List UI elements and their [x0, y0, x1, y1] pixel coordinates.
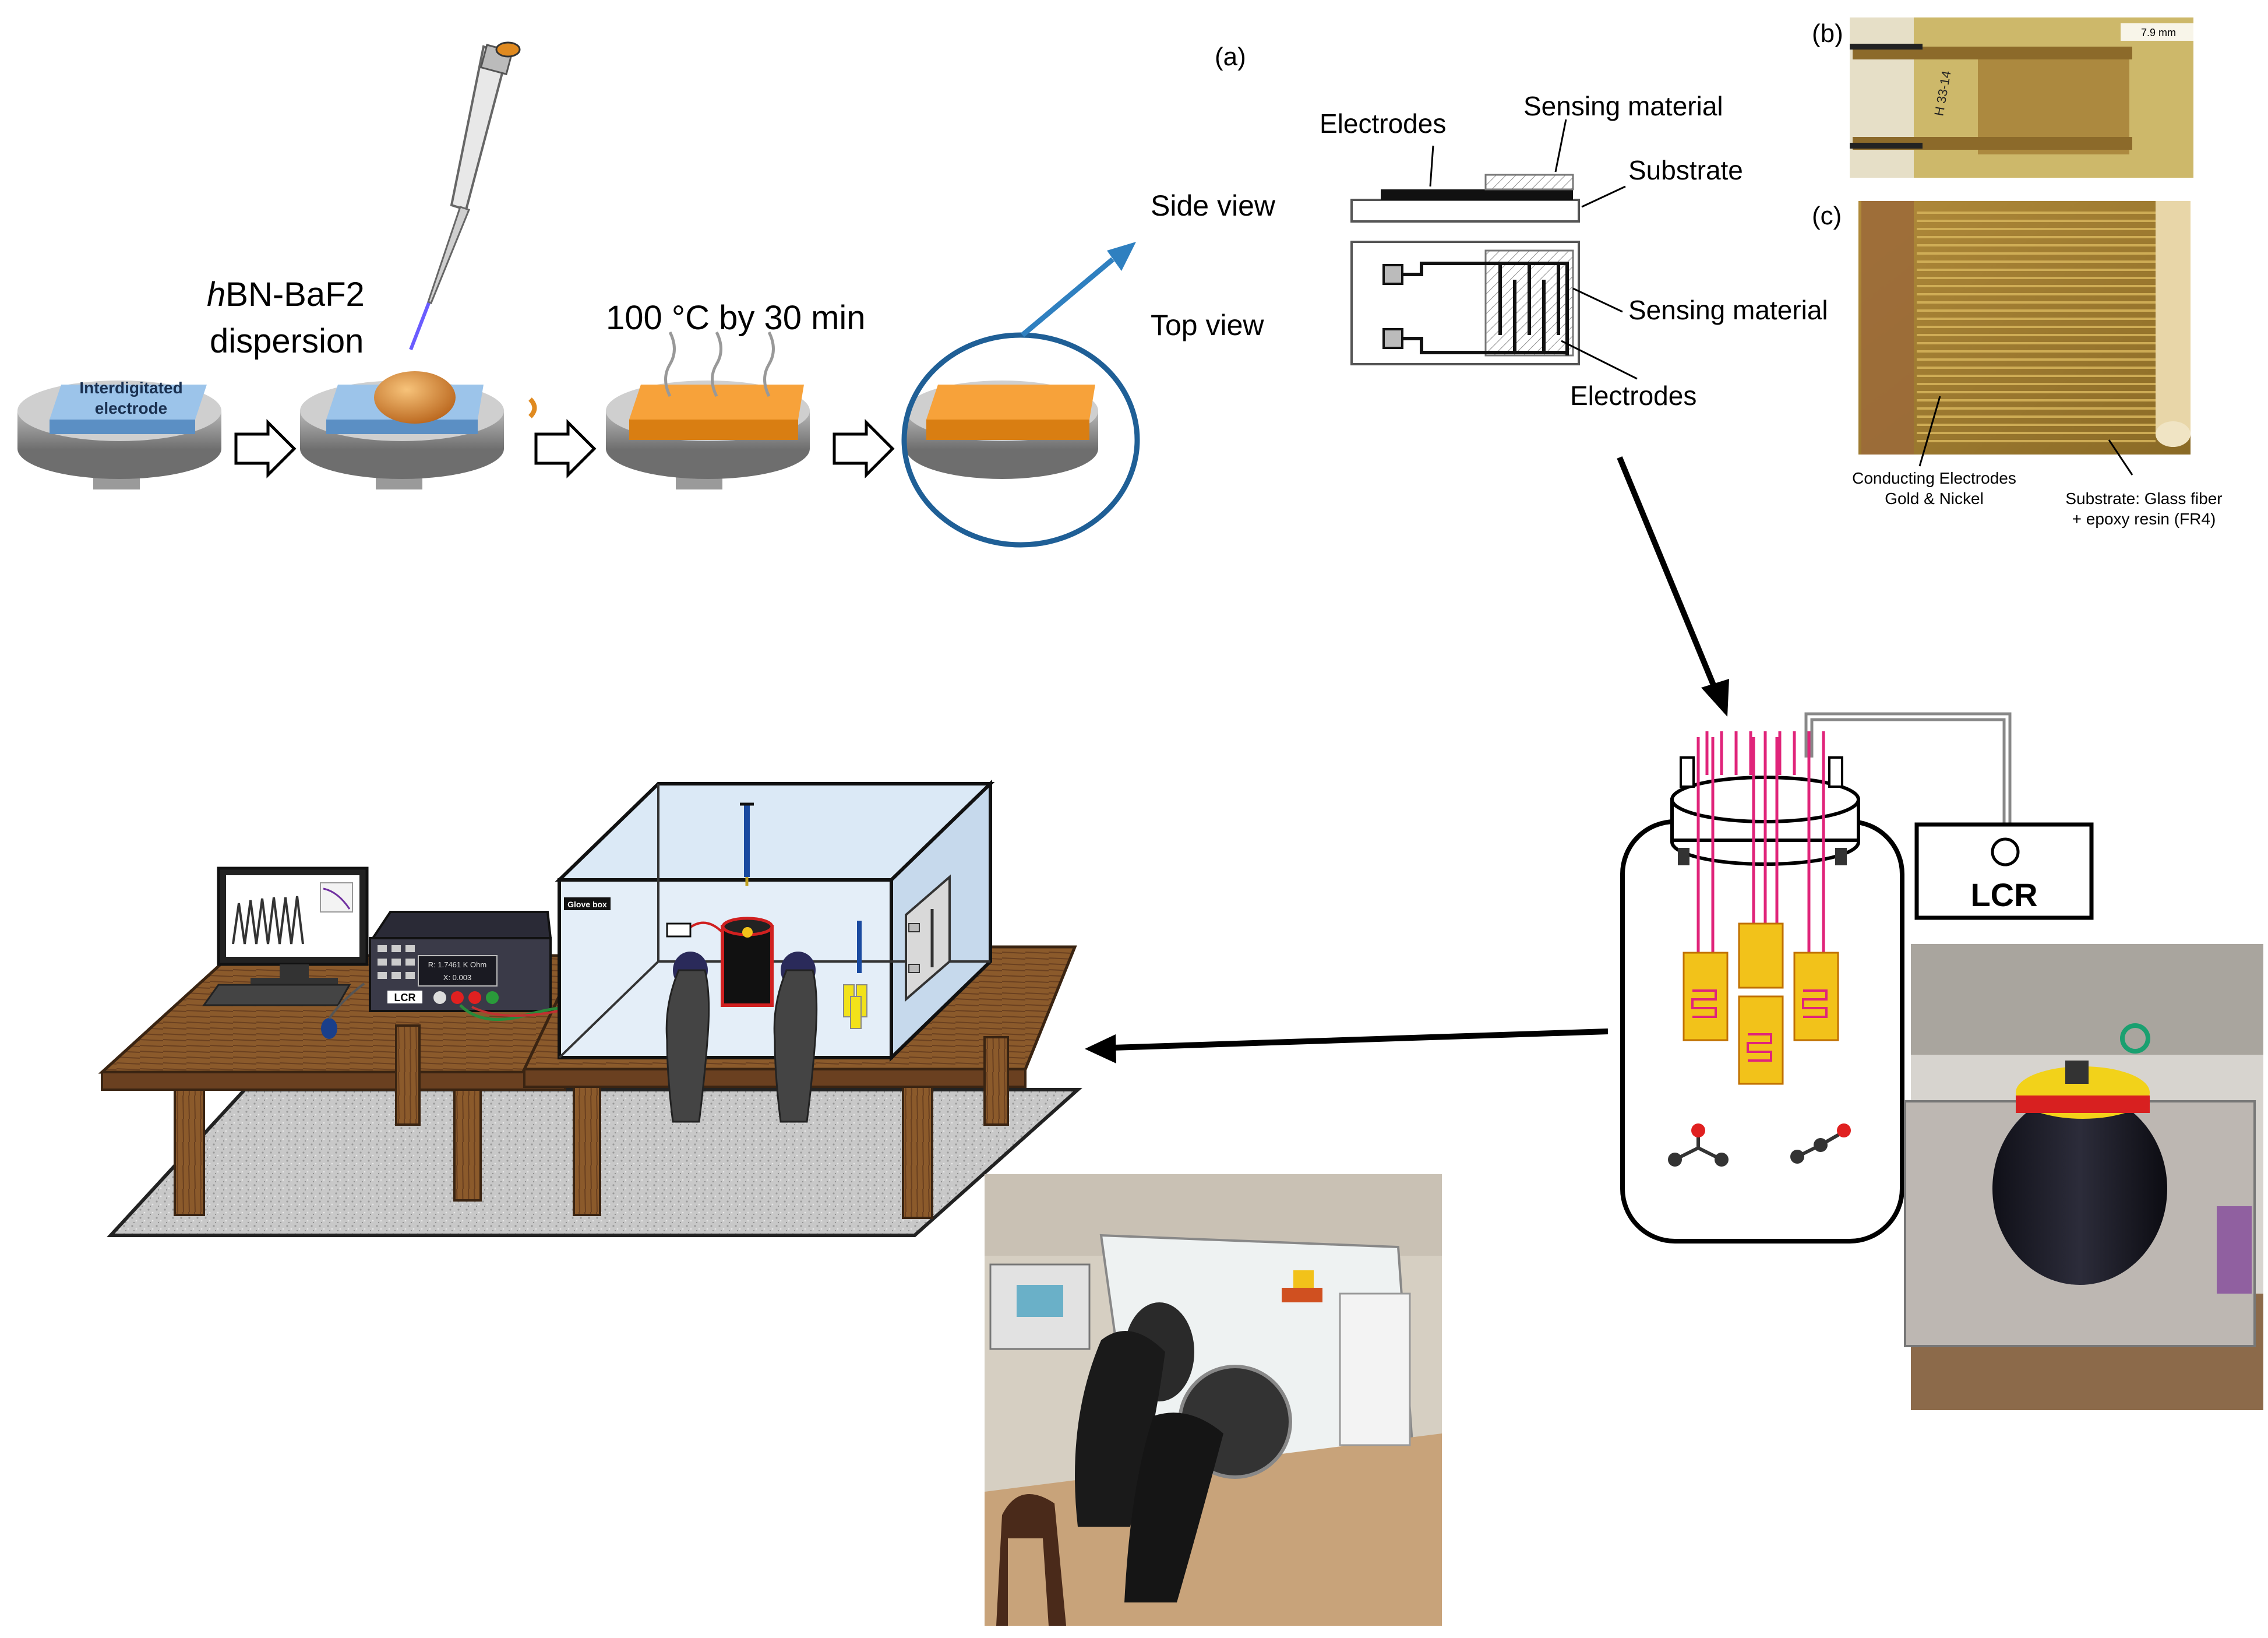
dispersion-droplet — [374, 371, 456, 424]
interdigitated-electrode: Interdigitated electrode — [50, 379, 207, 434]
schematic-electrodes-bottom: Electrodes — [1570, 381, 1696, 411]
droplet-splash — [528, 397, 537, 418]
blue-arrow — [1021, 242, 1136, 337]
meter-display-line2: X: 0.003 — [443, 973, 471, 982]
mouse-icon — [321, 1018, 337, 1039]
panel-label-b: (b) — [1812, 19, 1843, 48]
process-arrow-1 — [234, 418, 297, 479]
heating-label: 100 °C by 30 min — [606, 299, 866, 337]
top-view-label: Top view — [1151, 309, 1264, 341]
stage3-disc — [606, 381, 810, 489]
electrode-label-line2: electrode — [95, 399, 168, 417]
photo-b-sensor: 7.9 mm H 33-14 — [1850, 17, 2193, 178]
schematic-sensing-material-top: Sensing material — [1523, 91, 1723, 121]
photo-b-scale: 7.9 mm — [2141, 27, 2176, 38]
dispersion-label-line2: dispersion — [210, 322, 364, 360]
mouse-cable — [328, 982, 365, 1020]
lcr-meter: R: 1.7461 K Ohm X: 0.003 LCR — [369, 911, 552, 1012]
panel-label-c: (c) — [1812, 202, 1842, 230]
glove-box: Glove box — [555, 779, 995, 1062]
glove-right — [773, 952, 818, 1123]
panel-label-a: (a) — [1215, 43, 1246, 71]
pink-wires — [1696, 731, 1825, 953]
schematic-substrate: Substrate — [1628, 155, 1743, 185]
highlight-circle — [901, 332, 1140, 548]
pipette-icon — [409, 41, 521, 351]
meter-label: LCR — [394, 992, 416, 1003]
keyboard — [202, 984, 351, 1006]
photo-glovebox — [985, 1174, 1442, 1626]
schematic-sensing-material-right: Sensing material — [1628, 295, 1828, 325]
sensor-side-view — [1350, 119, 1626, 223]
photo-c-electrodes — [1858, 201, 2191, 475]
schematic-electrodes-top: Electrodes — [1320, 108, 1446, 139]
meter-display-line1: R: 1.7461 K Ohm — [428, 960, 486, 969]
computer-monitor — [217, 866, 369, 986]
photo-chamber — [1904, 944, 2263, 1410]
lcr-connection-lines — [1804, 712, 2012, 848]
arrow-to-chamber — [1617, 456, 1729, 717]
sensor-chips — [1683, 922, 1839, 1085]
side-view-label: Side view — [1151, 189, 1276, 222]
lcr-box: LCR — [1914, 822, 2094, 920]
stage4-disc — [906, 381, 1098, 479]
syringe-icon — [740, 802, 754, 886]
glove-box-chamber — [666, 917, 774, 1007]
molecule-icons — [1668, 1123, 1851, 1167]
glove-box-vials — [843, 921, 867, 1029]
sensor-response-plot — [232, 896, 304, 945]
process-arrow-3 — [833, 418, 895, 479]
process-arrow-2 — [534, 418, 597, 479]
heat-wave-icons — [664, 331, 775, 397]
photo-c-caption-left-1: Conducting Electrodes — [1852, 469, 2016, 487]
electrode-label-line1: Interdigitated — [79, 379, 182, 397]
arrow-to-setup — [1085, 1028, 1609, 1063]
photo-c-caption-right-1: Substrate: Glass fiber — [2065, 489, 2222, 508]
photo-c-caption-left-2: Gold & Nickel — [1885, 489, 1984, 508]
dispersion-label-line1: hBN-BaF2 — [207, 276, 365, 313]
glove-left — [665, 952, 710, 1123]
sensor-top-view — [1350, 241, 1638, 380]
glove-box-label: Glove box — [567, 900, 607, 909]
photo-c-caption-right-2: + epoxy resin (FR4) — [2072, 510, 2216, 528]
lcr-box-label: LCR — [1970, 876, 2037, 913]
